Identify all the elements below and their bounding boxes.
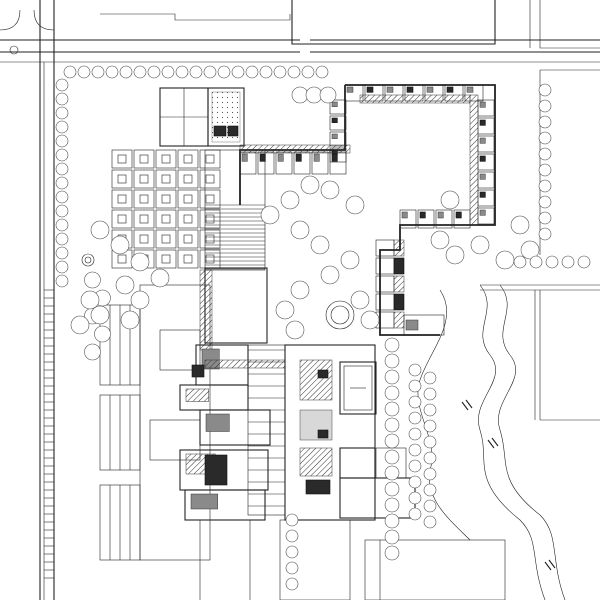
creek: [417, 284, 600, 600]
parking-lot: [44, 284, 211, 579]
zigzag-housing-wing: [375, 224, 470, 336]
south-structures: [199, 519, 506, 600]
north-building: [159, 87, 245, 147]
pond-fountain: [81, 253, 355, 330]
courtyard-housing-block: [239, 84, 496, 229]
trees: [55, 65, 591, 591]
central-building-complex: [179, 267, 286, 521]
